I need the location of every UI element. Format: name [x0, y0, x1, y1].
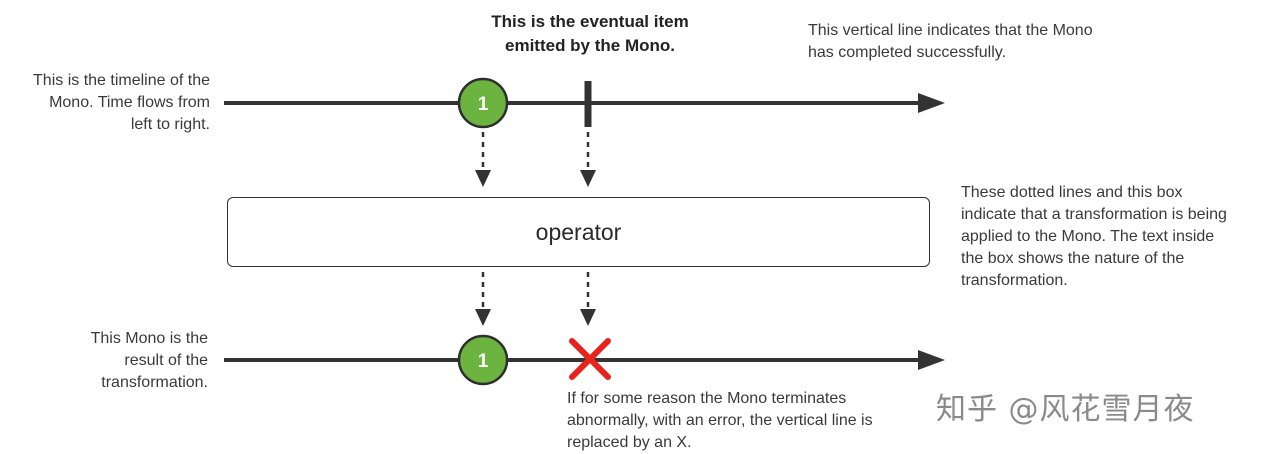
note-result: This Mono is the result of the transform…	[90, 330, 208, 391]
top-item-label: 1	[478, 94, 489, 115]
note-eventual-item: This is the eventual item emitted by the…	[491, 12, 689, 55]
operator-box: operator	[227, 197, 930, 267]
note-error: If for some reason the Mono terminates a…	[567, 390, 873, 451]
error-x-icon	[569, 338, 611, 380]
top-timeline-arrowhead	[918, 93, 945, 113]
dotted-arrow-item-out	[475, 272, 491, 326]
note-timeline: This is the timeline of the Mono. Time f…	[33, 72, 210, 133]
dotted-arrow-item-in	[475, 132, 491, 187]
top-item-marble	[457, 77, 509, 129]
note-transformation: These dotted lines and this box indicate…	[961, 184, 1227, 289]
bottom-timeline-arrowhead	[918, 350, 945, 370]
note-completed: This vertical line indicates that the Mo…	[808, 22, 1093, 61]
bottom-item-marble	[457, 334, 509, 386]
operator-label: operator	[535, 218, 622, 245]
dotted-arrow-error-out	[580, 272, 596, 326]
dotted-arrow-complete-in	[580, 132, 596, 187]
watermark: 知乎 @风花雪月夜	[936, 392, 1195, 427]
bottom-item-label: 1	[478, 351, 489, 372]
